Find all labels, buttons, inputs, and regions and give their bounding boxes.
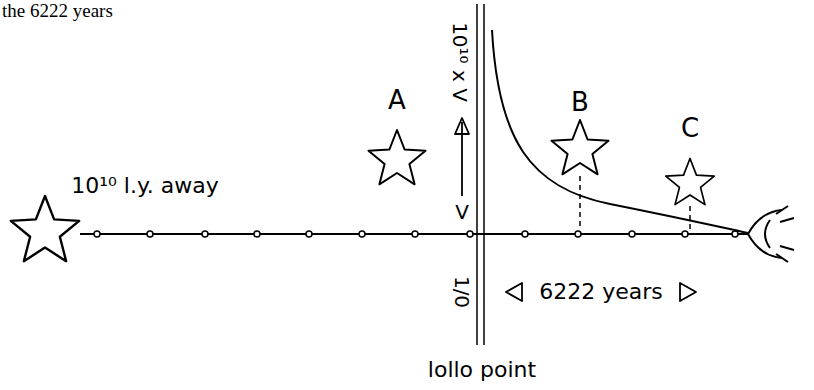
ratio-label: 1/0 — [451, 276, 473, 308]
drop-line — [579, 176, 581, 230]
title: the 6222 years — [2, 0, 113, 22]
star-letter: C — [681, 114, 699, 143]
star-b — [552, 120, 609, 174]
distance-label: 10¹⁰ l.y. away — [71, 174, 219, 198]
far-star — [11, 196, 79, 261]
span-arrow — [680, 283, 696, 301]
lollo-line — [483, 4, 485, 345]
speed-label: V — [455, 201, 469, 223]
speed-label: 10¹⁰ x V — [449, 22, 471, 102]
star-letter: A — [388, 86, 406, 115]
star-c — [666, 159, 714, 205]
drop-line — [689, 206, 691, 230]
span-label: 6222 years — [539, 280, 663, 304]
speed-curve — [492, 30, 748, 233]
distance-dots — [94, 231, 738, 237]
point-name: lollo point — [428, 358, 536, 382]
star-a — [369, 130, 426, 184]
star-letter: B — [571, 88, 589, 117]
lollo-line — [476, 4, 478, 345]
eye — [748, 206, 794, 262]
arrow-head — [455, 118, 469, 134]
span-arrow — [506, 283, 522, 301]
